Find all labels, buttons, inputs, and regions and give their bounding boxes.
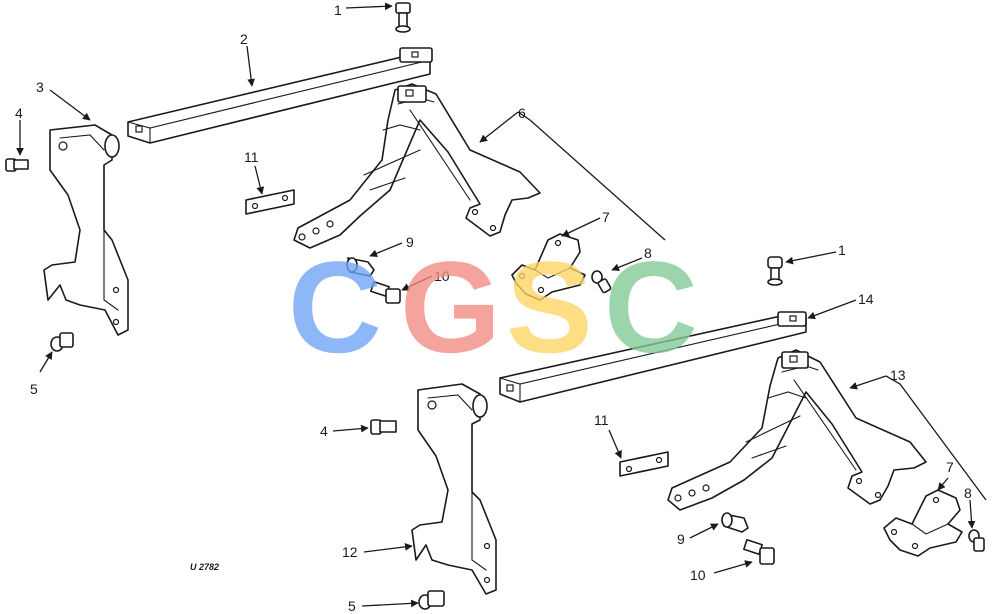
- watermark-letter-2: G: [400, 234, 501, 380]
- callout-bottom-1: 1: [838, 242, 846, 258]
- bolt-bottom-8: [968, 529, 985, 552]
- callout-bottom-4: 4: [320, 423, 328, 439]
- callout-top-10: 10: [434, 268, 450, 284]
- bracket-bottom-12: [411, 383, 497, 595]
- leaders-top: [16, 2, 666, 373]
- callout-bottom-13: 13: [890, 367, 906, 383]
- plate-bottom-11: [619, 451, 669, 477]
- bolt-bottom-10: [743, 538, 775, 565]
- bar-bottom-14: [499, 311, 807, 403]
- bracket-top-3: [43, 124, 129, 336]
- callout-top-6: 6: [518, 105, 526, 121]
- watermark: C G S C: [288, 234, 698, 380]
- nut-bottom-5: [418, 590, 445, 610]
- callout-bottom-11: 11: [594, 412, 609, 428]
- bolt-top-8: [591, 270, 612, 294]
- callout-top-4: 4: [15, 105, 23, 121]
- reference-code: U 2782: [190, 562, 219, 572]
- callout-bottom-12: 12: [342, 544, 358, 560]
- watermark-letter-3: S: [506, 234, 593, 380]
- callout-top-2: 2: [240, 31, 248, 47]
- pin-top-9: [346, 257, 375, 277]
- nut-top-5: [50, 332, 74, 352]
- callout-top-1: 1: [334, 2, 342, 18]
- callout-bottom-14: 14: [858, 291, 874, 307]
- aframe-top-6: [293, 83, 541, 249]
- bolt-top-10: [370, 280, 401, 304]
- callout-bottom-8: 8: [964, 485, 972, 501]
- callout-top-7: 7: [602, 209, 610, 225]
- callout-top-8: 8: [644, 245, 652, 261]
- watermark-letter-1: C: [288, 234, 382, 380]
- bolt-bottom-1: [767, 256, 783, 286]
- callout-top-3: 3: [36, 79, 44, 95]
- callout-top-9: 9: [406, 234, 414, 250]
- bar-top-2: [127, 47, 433, 144]
- callout-top-11: 11: [244, 149, 259, 165]
- leaders-bottom: [332, 251, 987, 608]
- callout-bottom-5: 5: [348, 598, 356, 614]
- watermark-letter-4: C: [604, 234, 698, 380]
- bolt-top-4: [5, 158, 29, 172]
- callout-top-5: 5: [30, 381, 38, 397]
- callout-bottom-10: 10: [690, 567, 706, 583]
- bracket-top-7: [511, 233, 586, 301]
- bolt-bottom-4: [370, 419, 397, 435]
- bolt-top-1: [395, 2, 411, 33]
- bracket-bottom-7: [883, 489, 963, 557]
- callout-bottom-7: 7: [946, 459, 954, 475]
- callout-bottom-9: 9: [677, 531, 685, 547]
- callout-labels: 1 2 3 4 5 6 7 8 9 10 11 1 4 5 7 8 9 10 1…: [15, 2, 972, 614]
- aframe-bottom-13: [667, 349, 927, 511]
- plate-top-11: [245, 189, 295, 215]
- pin-bottom-9: [721, 512, 749, 533]
